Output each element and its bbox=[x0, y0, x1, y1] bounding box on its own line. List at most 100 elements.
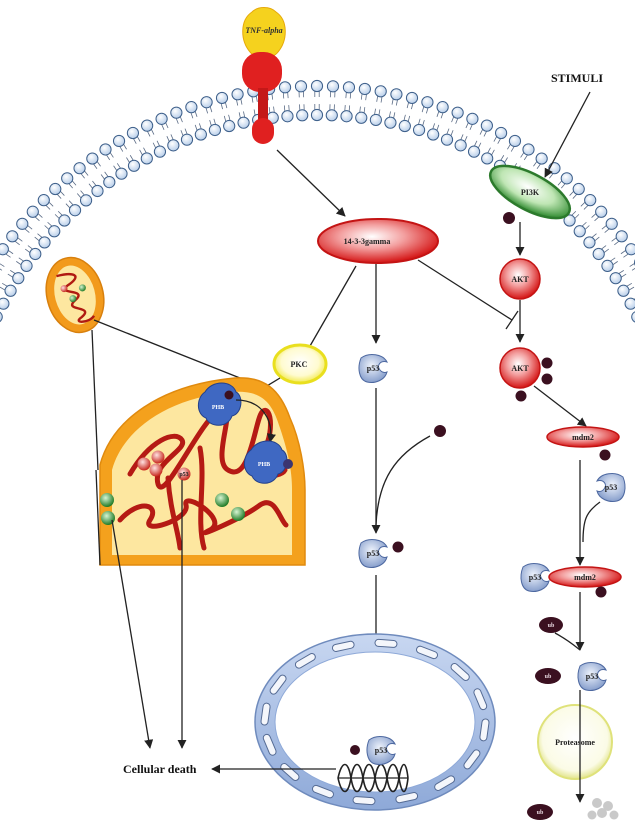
lipid-head bbox=[405, 91, 419, 105]
lipid-head bbox=[79, 194, 93, 207]
ub-join-curve bbox=[554, 632, 581, 651]
lipid-head bbox=[617, 284, 630, 297]
lipid-head bbox=[390, 88, 403, 101]
mito-protein-green bbox=[231, 507, 245, 521]
lipid-head bbox=[278, 81, 292, 94]
p53-protein-right: p53 bbox=[596, 473, 626, 503]
mito-protein-green bbox=[215, 493, 229, 507]
lipid-head bbox=[481, 152, 494, 165]
tnf-alpha-receptor: TNF-alpha bbox=[242, 7, 286, 144]
akt-label-lower: AKT bbox=[511, 364, 529, 373]
lipid-head bbox=[609, 272, 622, 285]
phosphorylation-curve bbox=[375, 435, 431, 526]
nuclear-pore bbox=[416, 645, 439, 660]
lipid-head bbox=[73, 162, 86, 175]
lipid-head bbox=[20, 259, 33, 272]
akt-label-top: AKT bbox=[511, 275, 529, 284]
akt-to-mdm2-arrow bbox=[533, 385, 587, 427]
lipid-head bbox=[427, 128, 440, 141]
p53-label: p53 bbox=[375, 746, 387, 755]
lipid-head bbox=[155, 112, 168, 125]
lipid-head bbox=[440, 133, 454, 146]
lipid-head bbox=[141, 119, 154, 132]
phosphate-dot bbox=[541, 373, 553, 385]
lipid-head bbox=[223, 119, 236, 133]
lipid-head bbox=[167, 139, 180, 152]
phosphate-dot bbox=[350, 745, 360, 755]
phb-label: PHB bbox=[212, 405, 224, 411]
phosphate-dot bbox=[503, 212, 515, 224]
lipid-head bbox=[16, 217, 29, 230]
lipid-head bbox=[631, 311, 635, 323]
lipid-head bbox=[436, 101, 449, 114]
mito-protein-green bbox=[101, 511, 115, 525]
nuclear-pore bbox=[434, 775, 456, 791]
mito-protein-red bbox=[151, 450, 165, 464]
lipid-head bbox=[231, 88, 244, 101]
lipid-head bbox=[0, 297, 10, 310]
lipid-head bbox=[170, 106, 183, 119]
lipid-head bbox=[140, 152, 153, 165]
lipid-head bbox=[398, 119, 411, 133]
pi3k-label: PI3K bbox=[521, 188, 540, 197]
lipid-head bbox=[480, 119, 493, 132]
mitochondrion-zoom: p53 bbox=[99, 377, 306, 566]
lipid-head bbox=[4, 284, 17, 297]
p53-mdm2-complex: p53 mdm2 bbox=[520, 563, 622, 598]
tnf-alpha-label: TNF-alpha bbox=[245, 26, 282, 35]
mdm2-protein-phosphorylated: mdm2 bbox=[546, 426, 620, 461]
lipid-head bbox=[294, 80, 308, 93]
lipid-head bbox=[573, 225, 586, 238]
pkc-label: PKC bbox=[291, 360, 308, 369]
lipid-head bbox=[355, 111, 368, 124]
tnf-to-gamma-arrow bbox=[276, 149, 346, 217]
lipid-head bbox=[68, 204, 82, 217]
nuclear-pore bbox=[352, 796, 376, 806]
lipid-head bbox=[342, 81, 356, 94]
lipid-head bbox=[467, 145, 481, 158]
lipid-head bbox=[340, 110, 353, 123]
nuclear-pore bbox=[294, 653, 316, 669]
ub-label: ub bbox=[548, 623, 555, 629]
lipid-head bbox=[126, 126, 140, 140]
akt-protein-top: AKT bbox=[499, 258, 541, 300]
lipid-head bbox=[592, 247, 605, 261]
p53-label: p53 bbox=[586, 672, 598, 681]
mito-protein-red bbox=[177, 467, 191, 481]
mdm2-label-complex: mdm2 bbox=[574, 573, 596, 582]
lipid-head bbox=[310, 79, 324, 93]
lipid-head bbox=[563, 214, 576, 227]
lipid-head bbox=[12, 272, 25, 285]
lipid-head bbox=[180, 133, 194, 146]
lipid-head bbox=[522, 143, 535, 156]
cellular-death-label: Cellular death bbox=[123, 762, 197, 776]
nuclear-pore bbox=[479, 718, 490, 742]
pkc-protein: PKC bbox=[272, 343, 328, 385]
ubiquitinated-p53: ub p53 bbox=[535, 662, 607, 692]
lipid-head bbox=[384, 116, 397, 129]
dna-helix bbox=[337, 763, 409, 793]
p53-label: p53 bbox=[179, 472, 188, 478]
lipid-head bbox=[466, 112, 479, 125]
gamma-to-pkc-line bbox=[309, 265, 357, 347]
lipid-head bbox=[49, 182, 62, 196]
p53-binding-curve bbox=[582, 501, 601, 543]
lipid-head bbox=[200, 96, 213, 109]
phosphate-dot bbox=[224, 390, 234, 400]
phosphate-dot bbox=[515, 390, 527, 402]
lipid-head bbox=[454, 139, 467, 152]
nuclear-pore bbox=[331, 640, 355, 652]
ub-label: ub bbox=[545, 674, 552, 680]
proteasome: Proteasome bbox=[537, 704, 613, 780]
zoom-line bbox=[93, 319, 251, 383]
lipid-head bbox=[325, 109, 338, 122]
lipid-head bbox=[26, 205, 39, 218]
nuclear-pore bbox=[473, 688, 488, 711]
lipid-head bbox=[115, 167, 128, 180]
lipid-head bbox=[584, 194, 597, 207]
p53-protein-nucleus: p53 bbox=[350, 736, 396, 766]
lipid-head bbox=[208, 123, 222, 137]
p53-label: p53 bbox=[367, 549, 379, 558]
mdm2-label-top: mdm2 bbox=[572, 433, 594, 442]
lipid-head bbox=[185, 101, 198, 114]
